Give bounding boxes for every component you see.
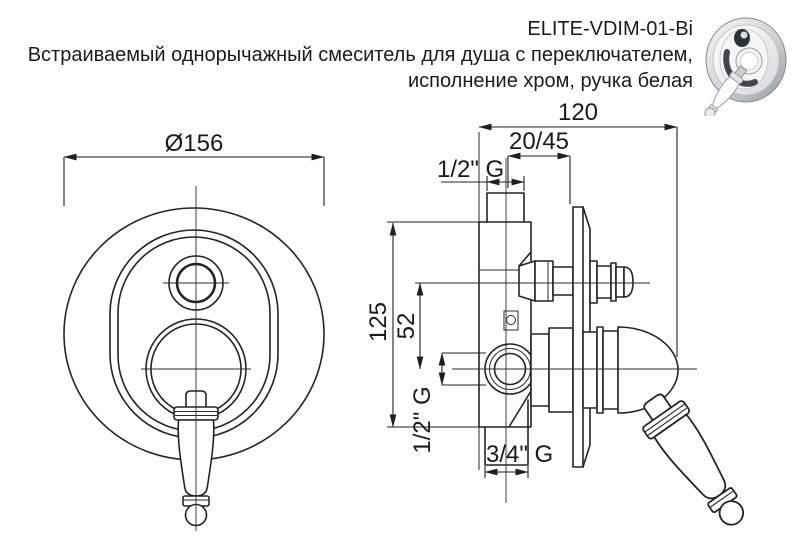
- offset-label: 52: [393, 313, 420, 340]
- side-lever: [630, 384, 760, 538]
- photo-lever: [704, 47, 763, 116]
- dim-mount-range-2045: 20/45: [507, 128, 571, 204]
- bottom-port-label: 3/4" G: [486, 441, 553, 468]
- dim-bottom-port: 3/4" G: [484, 441, 553, 478]
- dim-offset-52: 52: [393, 282, 424, 370]
- model-code: ELITE-VDIM-01-Bi: [527, 18, 693, 40]
- depth-label: 120: [558, 99, 598, 126]
- side-port-label: 1/2" G: [409, 386, 436, 453]
- dim-depth-120: 120: [478, 99, 678, 357]
- front-view: Ø156: [63, 130, 325, 531]
- top-port-label: 1/2" G: [437, 156, 504, 183]
- side-cartridge-housing: [530, 327, 574, 413]
- side-view: 120 20/45 1/2" G 125: [365, 99, 760, 538]
- side-centerlines: [415, 158, 697, 503]
- side-handle-dome: [617, 326, 679, 414]
- dim-front-diameter: Ø156: [63, 130, 325, 206]
- product-photo: [704, 17, 787, 116]
- height-label: 125: [365, 302, 392, 342]
- photo-diverter-button: [734, 29, 750, 47]
- dim-height-125: 125: [365, 221, 484, 428]
- side-diverter-rod: [518, 260, 574, 302]
- side-diverter-knob: [589, 260, 634, 304]
- dim-side-port: 1/2" G: [409, 352, 486, 454]
- front-diameter-label: Ø156: [165, 130, 224, 157]
- dim-top-port: 1/2" G: [437, 156, 525, 191]
- mount-range-label: 20/45: [509, 128, 569, 155]
- header: ELITE-VDIM-01-Bi Встраиваемый однорычажн…: [28, 16, 693, 94]
- side-body: [478, 192, 532, 466]
- front-centerlines: [141, 186, 251, 531]
- description-line-2: исполнение хром, ручка белая: [407, 70, 693, 92]
- description-line-1: Встраиваемый однорычажный смеситель для …: [27, 44, 693, 66]
- side-handle-hub: [582, 326, 679, 414]
